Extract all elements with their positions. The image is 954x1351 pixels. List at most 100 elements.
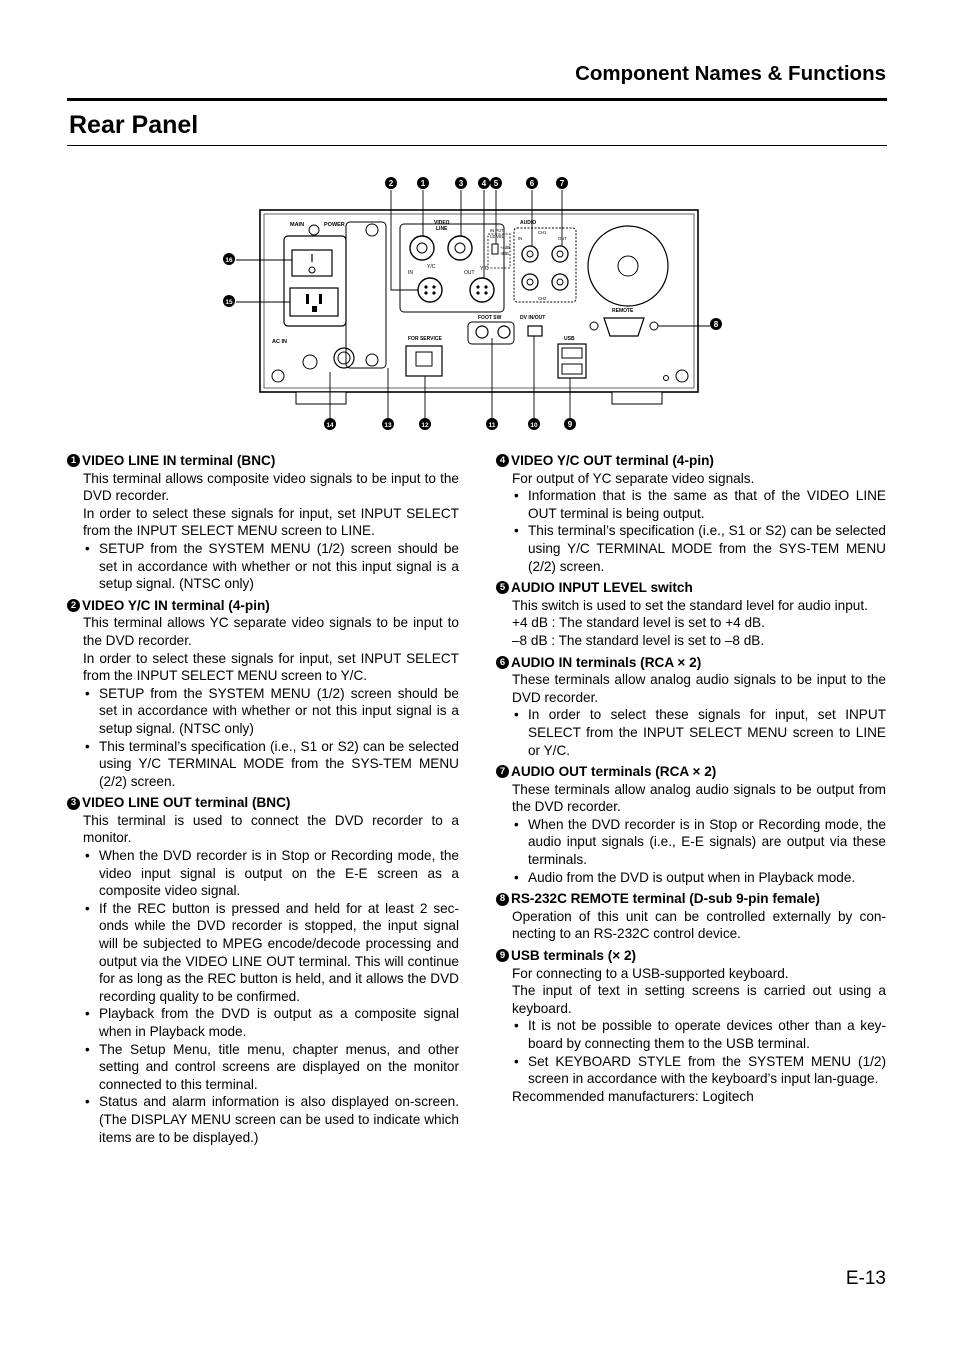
- item-paragraph: For connecting to a USB-supported keyboa…: [512, 965, 789, 981]
- dv-port: [527, 325, 543, 337]
- item-bullet: This terminal’s specification (i.e., S1 …: [514, 522, 886, 575]
- callout-badge: [564, 418, 576, 430]
- callout-badge: [528, 418, 540, 430]
- audio-in-ch2: [521, 273, 539, 291]
- header-rule: [67, 98, 887, 101]
- svg-text:VIDEO: VIDEO: [434, 220, 450, 226]
- item-bullet: Status and alarm information is also dis…: [85, 1093, 459, 1146]
- callout-badge: [710, 318, 722, 330]
- svg-text:AC IN: AC IN: [272, 339, 287, 345]
- callout-number: 10: [530, 422, 538, 429]
- svg-text:FOR SERVICE: FOR SERVICE: [408, 336, 442, 342]
- item-title-text: RS-232C REMOTE terminal (D-sub 9-pin fem…: [511, 891, 820, 907]
- svg-text:-8dB: -8dB: [500, 251, 509, 256]
- item-paragraph: –8 dB : The standard level is set to –8 …: [512, 632, 765, 648]
- page-number: E-13: [845, 1268, 886, 1289]
- item-title-text: USB terminals (× 2): [511, 948, 637, 964]
- svg-text:DV IN/OUT: DV IN/OUT: [520, 315, 545, 321]
- item-bullet-list: Information that is the same as that of …: [496, 487, 886, 575]
- callout-badge: [478, 177, 490, 189]
- item-bullet-list: When the DVD recorder is in Stop or Reco…: [67, 847, 459, 1146]
- svg-text:IN: IN: [518, 236, 522, 241]
- audio-in-ch1: [521, 245, 539, 263]
- callout-number: 16: [225, 257, 233, 264]
- svg-text:POWER: POWER: [324, 222, 345, 228]
- callout-number: 9: [568, 420, 573, 429]
- callout-number: 3: [459, 179, 464, 188]
- item-paragraph: This terminal allows YC separate video s…: [83, 615, 459, 648]
- callout-number: 4: [482, 179, 487, 188]
- item-paragraph: These terminals allow analog audio signa…: [512, 781, 886, 815]
- cooling-fan: [587, 225, 669, 307]
- callout-number: 15: [225, 299, 233, 306]
- svg-text:LINE: LINE: [436, 226, 448, 232]
- svg-text:OUT: OUT: [464, 270, 475, 276]
- usb-ports: [557, 343, 587, 379]
- foot-sw-2: [497, 325, 511, 339]
- item-number-badge: 6: [496, 655, 509, 669]
- svg-text:USB: USB: [564, 336, 575, 342]
- item-bullet: SETUP from the SYSTEM MENU (1/2) screen …: [85, 540, 459, 593]
- callout-badge: [526, 177, 538, 189]
- callout-badge: [324, 418, 336, 430]
- item-paragraph: This switch is used to set the standard …: [512, 597, 868, 613]
- item-number-badge: 1: [67, 454, 80, 468]
- item-bullet: Set KEYBOARD STYLE from the SYSTEM MENU …: [514, 1053, 886, 1088]
- audio-out-ch1: [551, 245, 569, 263]
- callout-badge: [382, 418, 394, 430]
- item-bullet: In order to select these signals for inp…: [514, 706, 886, 759]
- title-rule: [67, 145, 887, 146]
- section-header: Component Names & Functions: [575, 62, 886, 85]
- item-paragraph: In order to select these signals for inp…: [83, 650, 459, 684]
- item-number-badge: 7: [496, 765, 509, 779]
- svg-text:Y/C: Y/C: [427, 264, 436, 270]
- svg-text:REMOTE: REMOTE: [612, 308, 634, 314]
- svg-text:MAIN: MAIN: [290, 222, 304, 228]
- callout-badge: [455, 177, 467, 189]
- item-bullet-list: SETUP from the SYSTEM MENU (1/2) screen …: [67, 685, 459, 791]
- callout-badge: [486, 418, 498, 430]
- rs232c-port: [603, 317, 645, 337]
- svg-text:+4dB: +4dB: [500, 245, 510, 250]
- item-paragraph: +4 dB : The standard level is set to +4 …: [512, 615, 765, 631]
- callout-number: 7: [560, 179, 565, 188]
- svg-text:FOOT SW: FOOT SW: [478, 315, 502, 321]
- item-number-badge: 8: [496, 892, 509, 906]
- item-title-text: AUDIO OUT terminals (RCA × 2): [511, 764, 717, 780]
- item-number-badge: 5: [496, 581, 509, 595]
- item-bullet: The Setup Menu, title menu, chapter menu…: [85, 1041, 459, 1094]
- svg-text:CH2: CH2: [538, 296, 547, 301]
- callout-number: 1: [421, 179, 426, 188]
- item-title-text: VIDEO Y/C OUT terminal (4-pin): [511, 453, 714, 468]
- callout-number: 11: [489, 422, 496, 429]
- item-bullet-list: SETUP from the SYSTEM MENU (1/2) screen …: [67, 540, 459, 593]
- item-bullet: Audio from the DVD is output when in Pla…: [514, 869, 886, 887]
- item-bullet-list: When the DVD recorder is in Stop or Reco…: [496, 816, 886, 886]
- item-note: Recommended manufacturers: Logitech: [512, 1088, 754, 1104]
- foot-sw-1: [475, 325, 489, 339]
- item-bullet: Playback from the DVD is output as a com…: [85, 1005, 459, 1040]
- svg-text:AUDIO: AUDIO: [520, 220, 536, 226]
- callout-badge: [385, 177, 397, 189]
- svg-text:CH1: CH1: [538, 230, 547, 235]
- audio-level-switch: [491, 243, 499, 255]
- item-paragraph: These terminals allow analog audio signa…: [512, 672, 886, 705]
- item-paragraph: The input of text in setting screens is …: [512, 983, 886, 1016]
